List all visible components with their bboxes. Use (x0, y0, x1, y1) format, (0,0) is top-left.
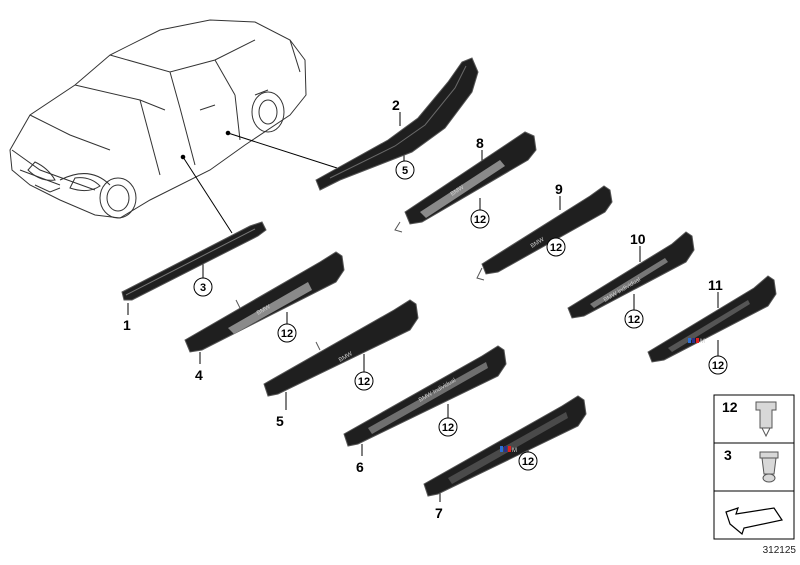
circled-12-f: 12 (358, 376, 370, 388)
leader-lines (127, 112, 719, 502)
callout-7: 7 (435, 505, 443, 521)
part-6-sill: BMW Individual (343, 345, 507, 447)
circled-12-g: 12 (442, 422, 454, 434)
callout-11: 11 (708, 277, 723, 293)
legend-box-12 (713, 394, 795, 444)
circled-12-h: 12 (522, 456, 534, 468)
badge-m-11: M (700, 339, 705, 345)
callout-9: 9 (555, 181, 563, 197)
callout-8: 8 (476, 135, 484, 151)
circled-refs (193, 160, 728, 471)
circled-12-b: 12 (550, 242, 562, 254)
part-5-sill: BMW (263, 299, 419, 397)
car-outline (9, 19, 307, 219)
badge-m-7: M (512, 448, 517, 454)
circled-3: 3 (200, 282, 206, 294)
callout-numbers: 2 8 9 10 11 1 4 5 6 7 (123, 97, 723, 521)
circled-5: 5 (402, 165, 408, 177)
part-2-rail (315, 57, 479, 191)
circled-12-d: 12 (712, 360, 724, 372)
callout-1: 1 (123, 317, 131, 333)
circled-ref-labels: 5 3 12 12 12 12 12 12 12 12 (200, 165, 724, 468)
view-direction-arrow-icon (725, 507, 783, 536)
legend-label-12: 12 (722, 399, 738, 415)
part-4-sill: BMW (184, 251, 345, 353)
clip-icon (755, 401, 777, 438)
callout-4: 4 (195, 367, 203, 383)
circled-12-e: 12 (281, 328, 293, 340)
diagram-number: 312125 (763, 545, 797, 556)
callout-2: 2 (392, 97, 400, 113)
part-8-sill: BMW (394, 131, 537, 233)
circled-12-c: 12 (628, 314, 640, 326)
callout-5: 5 (276, 413, 284, 429)
part-9-sill: BMW (476, 185, 613, 281)
legend: 12 3 (713, 394, 795, 540)
part-1-rail (121, 221, 267, 301)
legend-label-3: 3 (724, 447, 732, 463)
callout-10: 10 (630, 231, 646, 247)
part-7-sill: M (423, 395, 587, 497)
part-11-sill: M (647, 275, 777, 363)
circled-12-a: 12 (474, 214, 486, 226)
expanding-rivet-icon (759, 451, 779, 483)
callout-6: 6 (356, 459, 364, 475)
